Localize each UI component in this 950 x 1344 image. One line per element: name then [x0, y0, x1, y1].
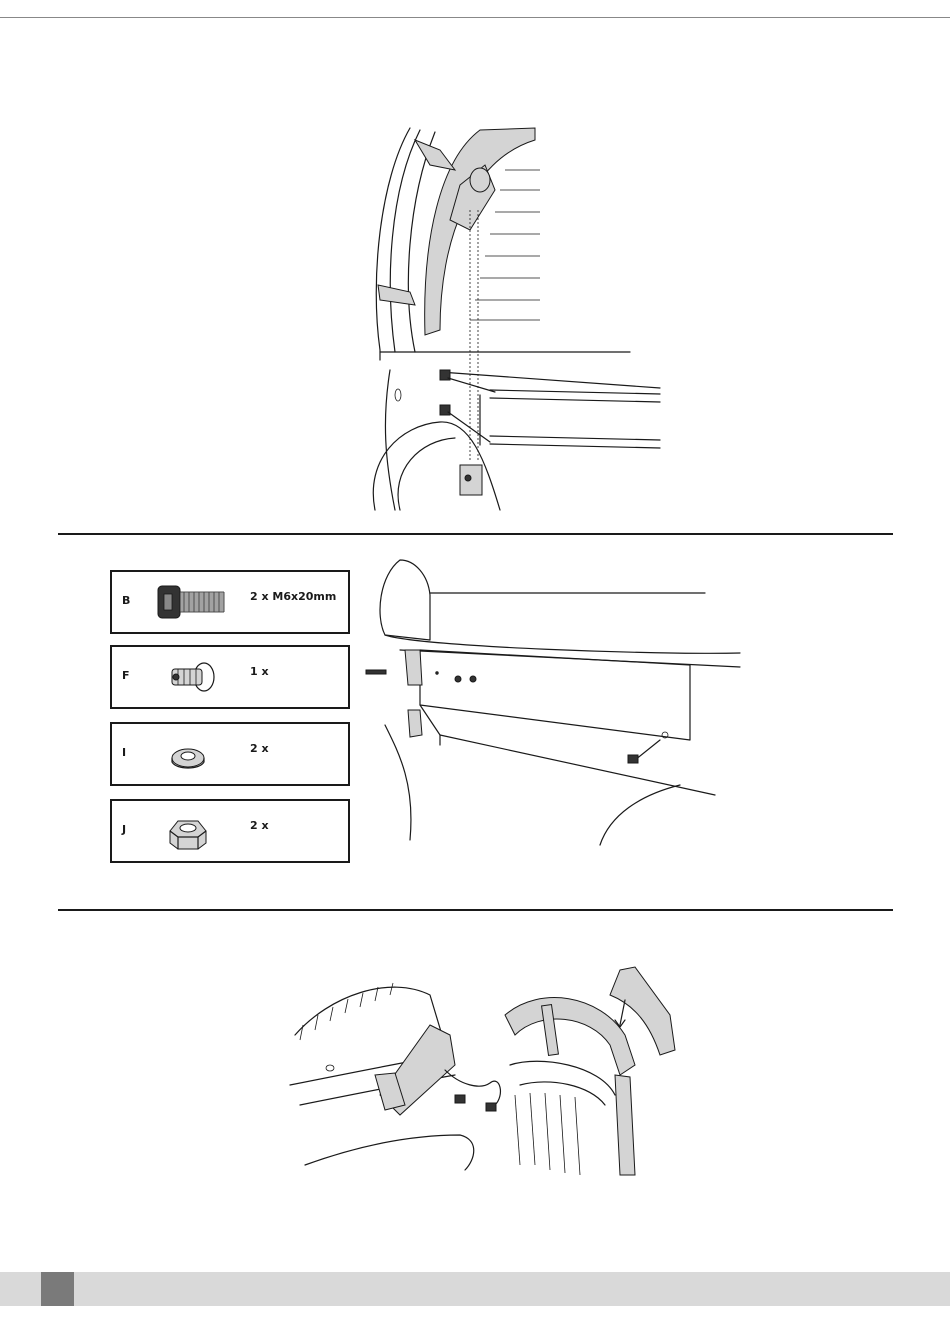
part-letter: I	[122, 746, 126, 759]
section-rule-2	[58, 909, 893, 911]
illustration-step-1	[360, 120, 680, 520]
part-qty: 1 x	[250, 665, 269, 678]
part-letter: F	[122, 669, 130, 682]
part-row-f: F 1 x	[110, 645, 350, 709]
part-row-b: B 2 x M6x20mm	[110, 570, 350, 634]
part-letter: B	[122, 594, 130, 607]
part-row-i: I 2 x	[110, 722, 350, 786]
section-rule-1	[58, 533, 893, 535]
illustration-step-3	[280, 965, 700, 1185]
hex-nut-icon	[154, 809, 234, 853]
illustration-step-2	[360, 555, 750, 855]
part-qty: 2 x	[250, 742, 269, 755]
footer-bar	[108, 1272, 950, 1306]
screw-clip-icon	[154, 655, 234, 699]
part-qty: 2 x	[250, 819, 269, 832]
part-qty: 2 x M6x20mm	[250, 590, 336, 603]
part-letter: J	[122, 823, 126, 836]
header-rule	[0, 17, 950, 18]
bolt-icon	[154, 580, 234, 624]
part-row-j: J 2 x	[110, 799, 350, 863]
footer-page-tab	[41, 1272, 74, 1306]
washer-icon	[154, 732, 234, 776]
